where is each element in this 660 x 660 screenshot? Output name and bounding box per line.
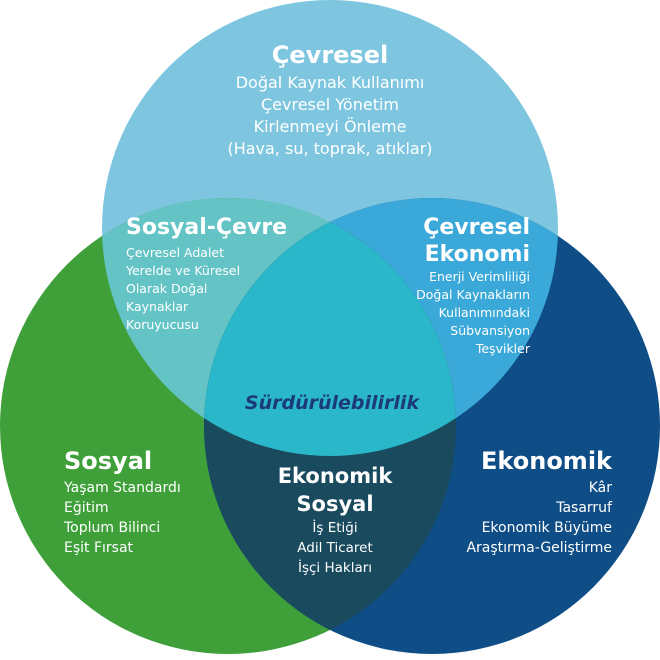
environmental-title: Çevresel bbox=[271, 41, 389, 69]
environmental-economic-title-line1: Çevresel bbox=[423, 215, 530, 240]
environmental-economic-title-line2: Ekonomi bbox=[424, 242, 530, 267]
environmental-economic-item: Teşvikler bbox=[475, 341, 530, 356]
social-environmental-item: Olarak Doğal bbox=[126, 280, 208, 296]
social-environmental-item: Yerelde ve Küresel bbox=[126, 262, 241, 278]
social-item: Eğitim bbox=[64, 500, 109, 516]
economic-item: Kâr bbox=[588, 480, 612, 496]
sustainability-title: Sürdürülebilirlik bbox=[244, 392, 420, 414]
environmental-item: (Hava, su, toprak, atıklar) bbox=[227, 139, 433, 158]
environmental-economic-section: Çevresel Ekonomi Enerji Verimliliği Doğa… bbox=[330, 214, 530, 358]
social-environmental-item: Koruyucusu bbox=[126, 316, 199, 332]
environmental-item: Kirlenmeyi Önleme bbox=[253, 117, 407, 136]
environmental-economic-item: Sübvansiyon bbox=[450, 323, 530, 338]
social-section: Sosyal Yaşam Standardı Eğitim Toplum Bil… bbox=[64, 446, 264, 558]
environmental-item: Çevresel Yönetim bbox=[261, 95, 399, 114]
economic-item: Araştırma-Geliştirme bbox=[466, 540, 612, 556]
social-environmental-item: Çevresel Adalet bbox=[126, 244, 225, 260]
economic-title: Ekonomik bbox=[481, 447, 612, 475]
economic-social-item: Adil Ticaret bbox=[297, 540, 373, 556]
social-item: Toplum Bilinci bbox=[64, 520, 161, 536]
environmental-economic-item: Enerji Verimliliği bbox=[429, 269, 530, 284]
economic-item: Ekonomik Büyüme bbox=[481, 520, 612, 536]
economic-social-item: İş Etiği bbox=[312, 520, 358, 536]
social-environmental-section: Sosyal-Çevre Çevresel Adalet Yerelde ve … bbox=[126, 214, 326, 334]
social-environmental-item: Kaynaklar bbox=[126, 298, 189, 314]
environmental-economic-item: Kullanımındaki bbox=[438, 305, 530, 320]
environmental-economic-item: Doğal Kaynakların bbox=[416, 287, 530, 302]
environmental-item: Doğal Kaynak Kullanımı bbox=[235, 73, 425, 92]
economic-social-item: İşçi Hakları bbox=[297, 560, 373, 576]
environmental-section: Çevresel Doğal Kaynak Kullanımı Çevresel… bbox=[200, 40, 460, 160]
social-title: Sosyal bbox=[64, 447, 153, 475]
social-item: Eşit Fırsat bbox=[64, 540, 134, 556]
economic-section: Ekonomik Kâr Tasarruf Ekonomik Büyüme Ar… bbox=[392, 446, 612, 558]
social-item: Yaşam Standardı bbox=[64, 480, 181, 496]
social-environmental-title: Sosyal-Çevre bbox=[126, 215, 288, 240]
sustainability-section: Sürdürülebilirlik bbox=[218, 392, 446, 416]
economic-social-title-line2: Sosyal bbox=[296, 492, 374, 516]
economic-social-section: Ekonomik Sosyal İş Etiği Adil Ticaret İş… bbox=[250, 462, 420, 578]
economic-social-title-line1: Ekonomik bbox=[277, 464, 393, 488]
sustainability-center-overlap bbox=[204, 198, 456, 456]
economic-item: Tasarruf bbox=[556, 500, 612, 516]
